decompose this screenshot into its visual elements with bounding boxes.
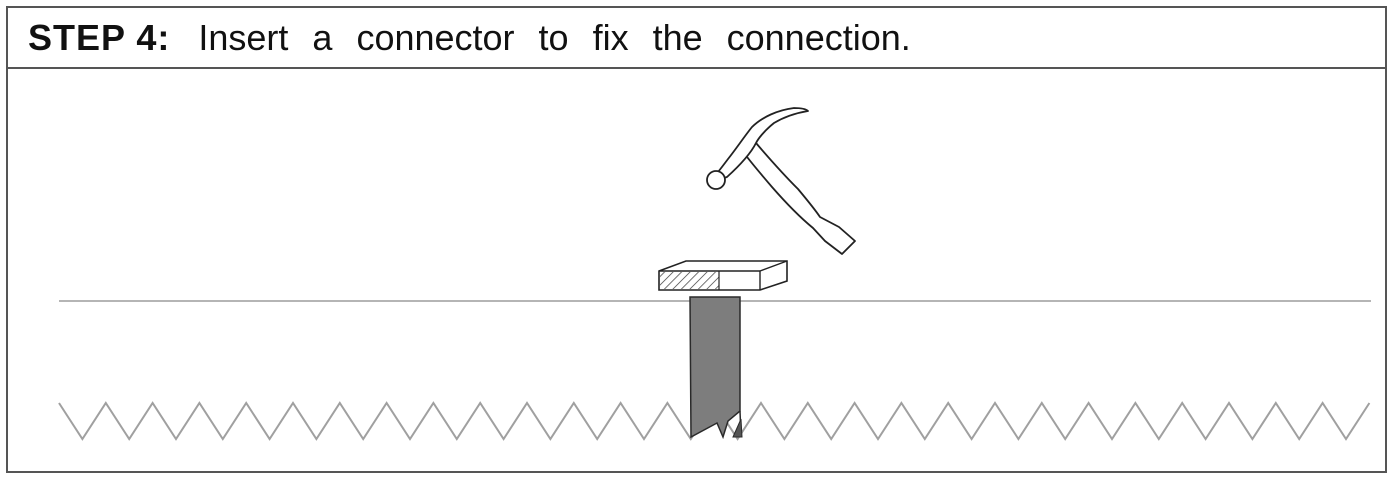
step-label: STEP 4: xyxy=(28,16,171,58)
connector-block-icon xyxy=(658,260,788,291)
step-instruction: Insert a connector to fix the connection… xyxy=(198,16,911,58)
connector-illustration xyxy=(58,107,1371,441)
hammer-icon xyxy=(706,107,856,255)
wedge-connector-icon xyxy=(689,296,743,440)
step-header: STEP 4: Insert a connector to fix the co… xyxy=(8,8,1385,69)
step-frame: STEP 4: Insert a connector to fix the co… xyxy=(6,6,1387,473)
